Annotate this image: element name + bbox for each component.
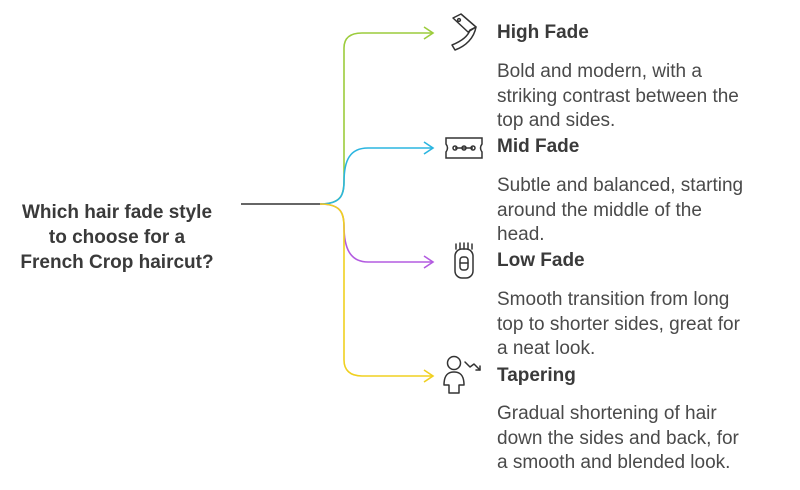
desc-line: Subtle and balanced, starting <box>497 175 744 196</box>
desc-line: Smooth transition from long <box>497 289 730 310</box>
question-line-1: Which hair fade style <box>21 202 213 223</box>
option-desc-high-fade: Bold and modern, with a striking contras… <box>497 60 787 134</box>
branch-mid-fade <box>319 147 433 205</box>
option-title-mid-fade: Mid Fade <box>497 136 580 157</box>
desc-line: around the middle of the <box>497 199 702 221</box>
branch-tapering <box>319 203 433 377</box>
desc-line: striking contrast between the <box>497 85 739 107</box>
option-title-tapering: Tapering <box>497 365 576 386</box>
desc-line: Bold and modern, with a <box>497 61 702 82</box>
arrowhead-tapering <box>423 369 435 383</box>
question-line-2: to choose for a <box>48 227 186 248</box>
desc-line: top to shorter sides, great for <box>497 313 740 335</box>
hair-clipper-icon <box>454 242 474 279</box>
razor-blade-icon <box>445 137 483 159</box>
option-title-high-fade: High Fade <box>497 22 589 43</box>
option-desc-mid-fade: Subtle and balanced, starting around the… <box>497 174 787 248</box>
option-desc-tapering: Gradual shortening of hair down the side… <box>497 402 787 476</box>
desc-line: head. <box>497 224 545 245</box>
desc-line: Gradual shortening of hair <box>497 403 717 424</box>
desc-line: a neat look. <box>497 338 596 359</box>
option-title-low-fade: Low Fade <box>497 250 585 271</box>
question-text: Which hair fade style to choose for a Fr… <box>6 200 228 275</box>
desc-line: top and sides. <box>497 110 616 131</box>
arrowhead-high-fade <box>423 26 435 40</box>
razor-icon <box>451 13 477 51</box>
option-desc-low-fade: Smooth transition from long top to short… <box>497 288 787 362</box>
branch-low-fade <box>319 203 433 263</box>
arrowhead-low-fade <box>423 255 435 269</box>
desc-line: down the sides and back, for <box>497 427 739 449</box>
branch-high-fade <box>319 32 433 205</box>
arrowhead-mid-fade <box>423 141 435 155</box>
person-taper-icon <box>443 355 481 394</box>
question-line-3: French Crop haircut? <box>20 252 214 273</box>
desc-line: a smooth and blended look. <box>497 452 731 473</box>
